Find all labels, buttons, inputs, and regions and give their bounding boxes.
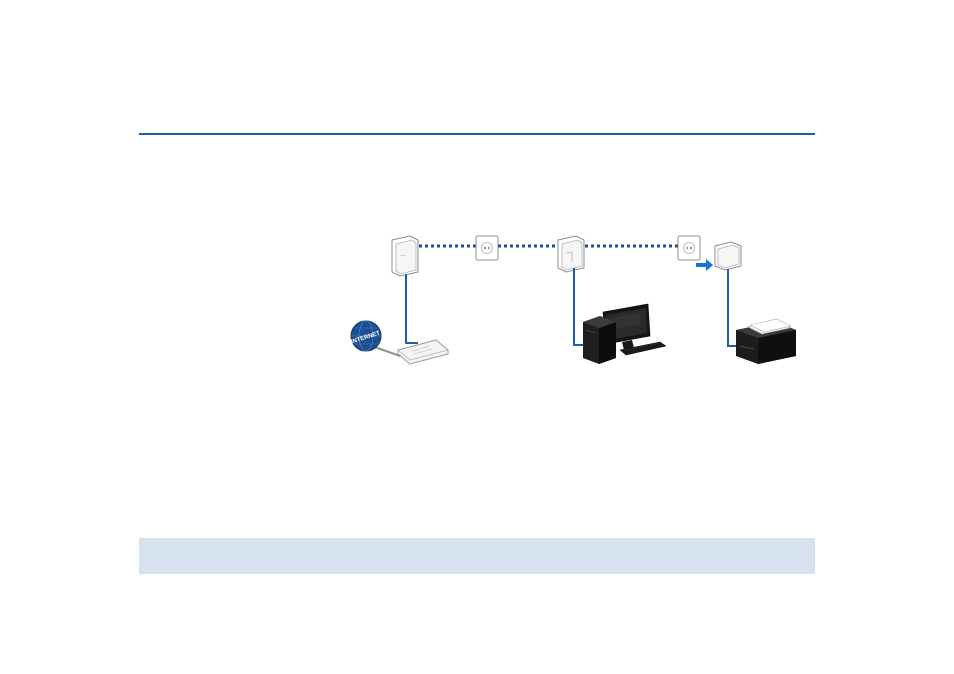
powerline-adapter-icon — [558, 236, 584, 272]
globe-icon: INTERNET — [350, 321, 381, 351]
printer-icon — [736, 319, 796, 364]
footer-band — [139, 538, 815, 574]
ethernet-cable-printer — [728, 269, 736, 346]
ethernet-cable-computer — [574, 268, 584, 345]
desktop-computer-icon — [583, 304, 666, 364]
ethernet-cable-router — [406, 274, 418, 343]
wall-socket-icon — [678, 236, 700, 260]
arrow-icon — [696, 259, 713, 271]
wall-socket-icon — [476, 236, 498, 260]
powerline-adapter-icon — [715, 242, 741, 270]
powerline-adapter-icon — [392, 236, 418, 276]
